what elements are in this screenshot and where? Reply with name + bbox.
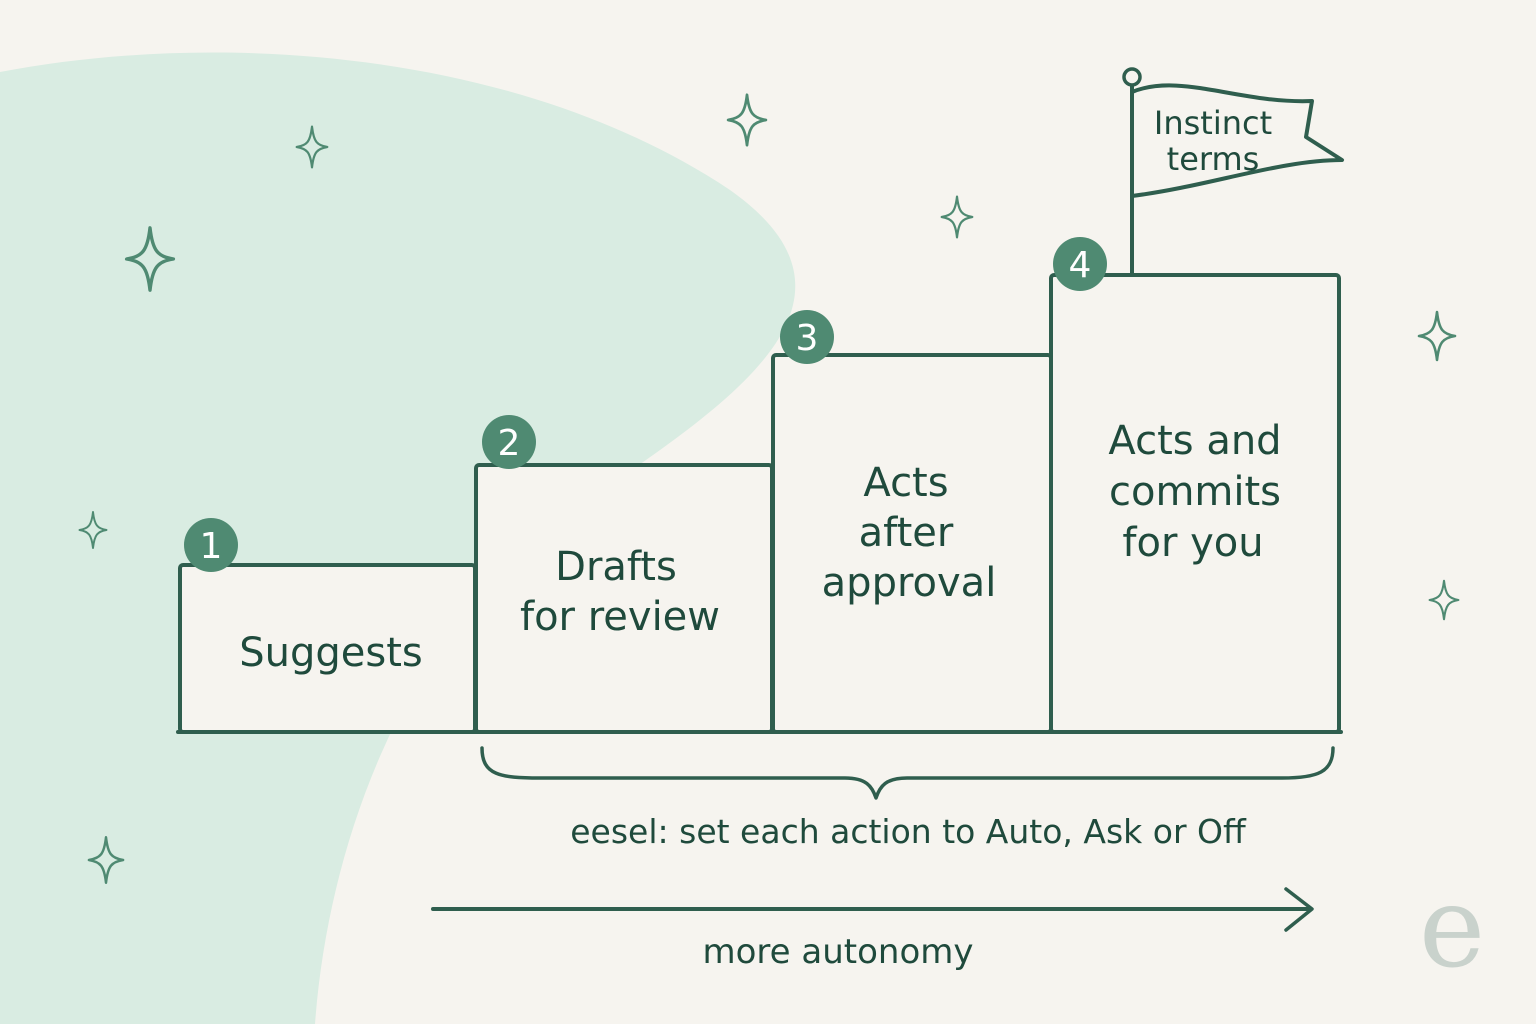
step-2-label-line-2: for review <box>520 594 720 640</box>
step-2-badge: 2 <box>482 415 536 469</box>
flag: Instinct terms <box>1122 67 1344 276</box>
arrow-head-icon <box>1284 887 1314 932</box>
flag-label-line: Instinct <box>1154 104 1272 142</box>
sparkles <box>78 93 1460 885</box>
step-3-label-line-2: after <box>859 510 954 556</box>
sparkle-icon <box>124 226 176 292</box>
steps: Suggests Drafts for review Acts after ap… <box>176 273 1343 734</box>
step-4-number: 4 <box>1069 245 1092 286</box>
grouping-brace <box>480 746 1335 800</box>
sparkle-icon <box>1428 579 1460 621</box>
flag-pole-top <box>1122 67 1142 87</box>
step-3-number: 3 <box>796 318 819 359</box>
step-3-label-line-3: approval <box>822 560 997 606</box>
sparkle-icon <box>726 93 768 147</box>
step-4-label-line-3: for you <box>1122 520 1263 566</box>
step-4-label-line-1: Acts and <box>1108 418 1281 464</box>
step-1-number: 1 <box>200 526 223 567</box>
arrow-label: more autonomy <box>703 932 974 972</box>
step-1-label: Suggests <box>239 630 423 676</box>
step-3-badge: 3 <box>780 310 834 364</box>
step-2-number: 2 <box>498 423 521 464</box>
step-badges: 1 2 3 4 <box>184 237 1107 572</box>
sparkle-icon <box>87 835 125 885</box>
step-3-label-line-1: Acts <box>863 460 948 506</box>
brace-label: eesel: set each action to Auto, Ask or O… <box>570 812 1247 851</box>
step-4-label-line-2: commits <box>1109 469 1281 515</box>
step-2-label-line-1: Drafts <box>555 544 677 590</box>
step-4-badge: 4 <box>1053 237 1107 291</box>
background-blob <box>0 52 796 1024</box>
flag-cloth <box>1130 83 1344 198</box>
eesel-logo: e <box>1419 863 1485 993</box>
step-1-badge: 1 <box>184 518 238 572</box>
flag-label-line: terms <box>1167 140 1260 178</box>
sparkle-icon <box>295 125 329 169</box>
sparkle-icon <box>78 511 108 549</box>
sparkle-icon <box>1417 310 1457 362</box>
sparkle-icon <box>940 195 974 239</box>
